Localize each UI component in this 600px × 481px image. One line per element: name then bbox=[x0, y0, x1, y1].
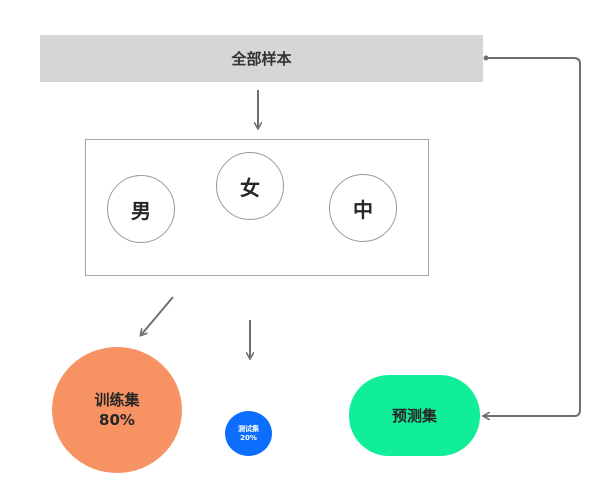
train-set-label: 训练集 bbox=[94, 391, 140, 409]
all-samples-box: 全部样本 bbox=[40, 35, 483, 82]
gender-node-male: 男 bbox=[107, 175, 175, 243]
test-set-label: 测试集 bbox=[238, 424, 259, 433]
train-set-percent: 80% bbox=[99, 411, 135, 429]
arrow-samples-to-predict bbox=[484, 57, 581, 416]
test-set-node: 测试集 20% bbox=[225, 411, 272, 456]
gender-male-label: 男 bbox=[131, 198, 151, 223]
all-samples-label: 全部样本 bbox=[231, 50, 292, 68]
gender-middle-label: 中 bbox=[353, 197, 373, 222]
arrow-groups-to-train bbox=[141, 296, 174, 335]
test-set-percent: 20% bbox=[240, 433, 257, 442]
gender-node-female: 女 bbox=[216, 152, 284, 220]
predict-set-label: 预测集 bbox=[391, 407, 437, 425]
gender-node-middle: 中 bbox=[329, 174, 397, 242]
gender-female-label: 女 bbox=[240, 175, 260, 200]
predict-set-node: 预测集 bbox=[349, 375, 480, 456]
train-set-node: 训练集 80% bbox=[52, 347, 182, 473]
